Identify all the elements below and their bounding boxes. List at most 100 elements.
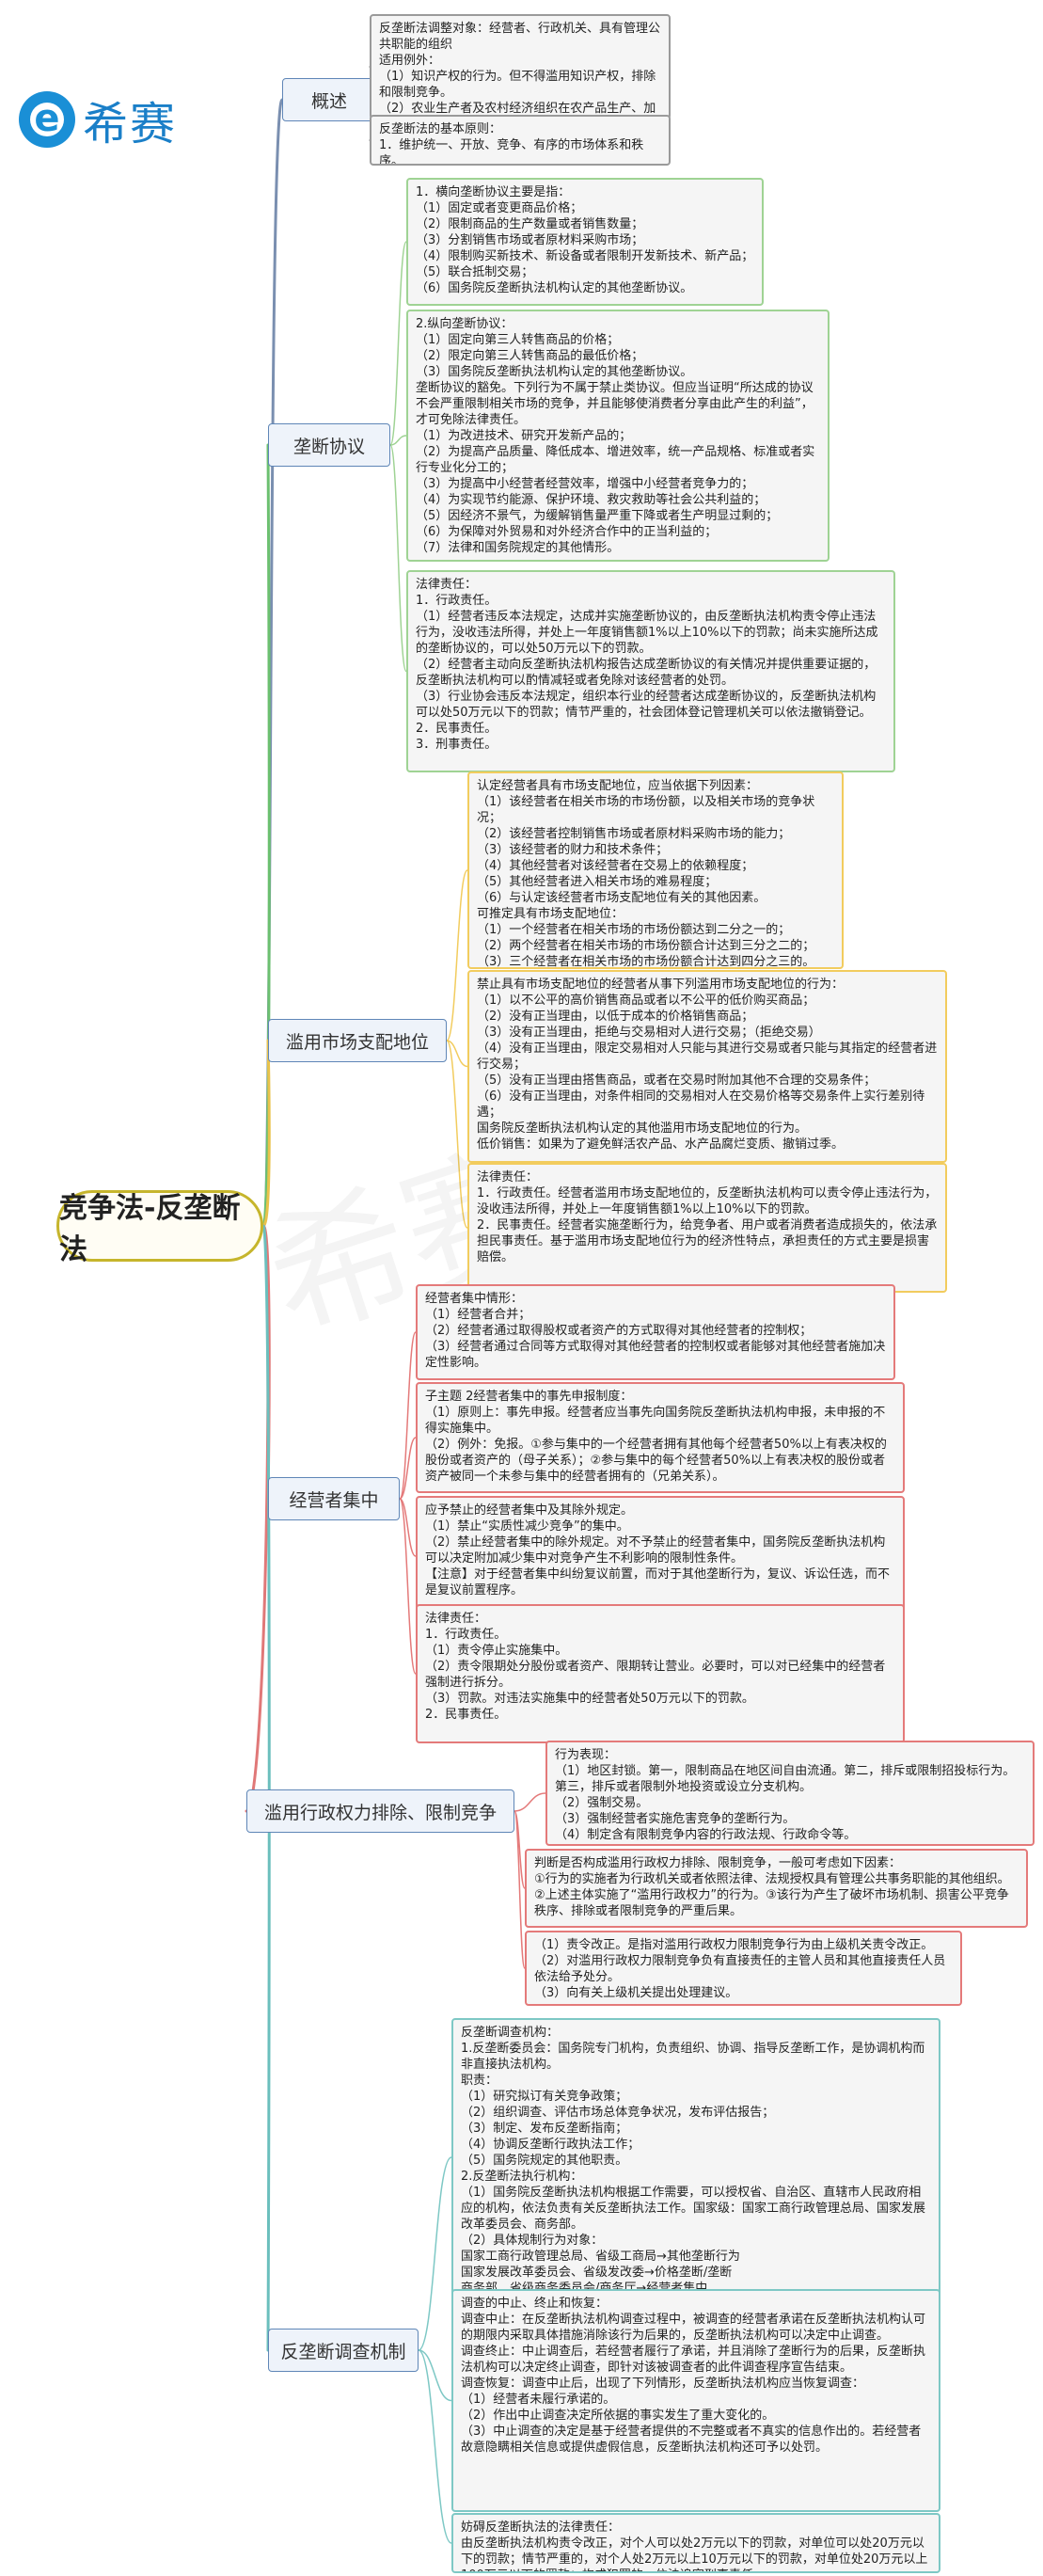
branch-overview[interactable]: 概述 [282,78,376,121]
branch-connector [245,1224,270,1813]
leaf-connector [418,2349,452,2402]
leaf-overview-scope[interactable]: 反垄断法调整对象：经营者、行政机关、具有管理公共职能的组织适用例外：（1）知识产… [370,14,671,119]
leaf-line: （2）组织调查、评估市场总体竞争状况，发布评估报告； [461,2106,775,2120]
logo-icon [19,91,75,148]
leaf-line: 1．行政责任。 [416,594,498,608]
leaf-line: （4）其他经营者对该经营者在交易上的依赖程度； [477,859,754,873]
leaf-connector [389,444,407,673]
leaf-line: （1）固定向第三人转售商品的价格； [416,333,620,347]
leaf-obstruction-liability[interactable]: 妨碍反垄断执法的法律责任：由反垄断执法机构责令改正，对个人可以处2万元以下的罚款… [451,2513,940,2573]
branch-market-dominance-abuse[interactable]: 滥用市场支配地位 [268,1019,447,1062]
leaf-connector [399,1331,417,1500]
branch-monopoly-agreement[interactable]: 垄断协议 [268,423,390,467]
leaf-line: （5）因经济不景气，为缓解销售量严重下降或者生产明显过剩的； [416,509,779,523]
leaf-concentration-filing[interactable]: 子主题 2经营者集中的事先申报制度： （1）原则上：事先申报。经营者应当事先向国务… [416,1382,905,1493]
leaf-connector [446,1040,468,1068]
leaf-line: 2．民事责任。 [425,1708,507,1722]
leaf-line: （3）中止调查的决定是基于经营者提供的不完整或者不真实的信息作出的。若经营者故意… [461,2425,922,2455]
leaf-line: （1）原则上：事先申报。经营者应当事先向国务院反垄断执法机构申报，未申报的不得实… [425,1406,886,1436]
leaf-dominance-prohibited[interactable]: 禁止具有市场支配地位的经营者从事下列滥用市场支配地位的行为： （1）以不公平的高价… [467,970,947,1163]
leaf-admin-liability[interactable]: （1）责令改正。是指对滥用行政权力限制竞争行为由上级机关责令改正。 （2）对滥用行… [525,1931,962,2006]
leaf-investigation-bodies[interactable]: 反垄断调查机构：1.反垄断委员会：国务院专门机构，负责组织、协调、指导反垄断工作… [451,2018,940,2297]
leaf-line: （3）经营者通过合同等方式取得对其他经营者的控制权或者能够对其他经营者施加决定性… [425,1340,886,1370]
leaf-connector [418,2156,452,2351]
leaf-line: （2）责令限期处分股份或者资产、限期转让营业。必要时，可以对已经集中的经营者强制… [425,1660,886,1690]
leaf-line: 1.反垄断委员会：国务院专门机构，负责组织、协调、指导反垄断工作，是协调机构而非… [461,2042,925,2072]
leaf-dominance-liability[interactable]: 法律责任：1．行政责任。经营者滥用市场支配地位的，反垄断执法机构可以责令停止违法… [467,1163,947,1293]
leaf-line: 法律责任： [416,578,478,592]
leaf-line: （5）国务院规定的其他职责。 [461,2154,628,2168]
leaf-investigation-suspension[interactable]: 调查的中止、终止和恢复：调查中止：在反垄断执法机构调查过程中，被调查的经营者承诺… [451,2289,940,2512]
leaf-line: （6）与认定该经营者市场支配地位有关的其他因素。 [477,891,766,905]
leaf-line: 国家工商行政管理总局、省级工商局→其他垄断行为 [461,2250,740,2264]
leaf-line: （1）为改进技术、研究开发新产品的； [416,429,632,443]
leaf-connector [399,1498,417,1557]
leaf-line: （6）国务院反垄断执法机构认定的其他垄断协议。 [416,281,693,295]
leaf-line: （4）限制购买新技术、新设备或者限制开发新技术、新产品； [416,249,754,263]
leaf-line: 法律责任： [425,1612,487,1626]
leaf-line: （2）限制商品的生产数量或者销售数量； [416,217,644,231]
leaf-line: （4）协调反垄断行政执法工作； [461,2138,640,2152]
leaf-line: 国家发展改革委员会、省级发改委→价格垄断/垄断 [461,2266,733,2280]
leaf-connector [514,1810,526,1969]
leaf-horizontal-agreement[interactable]: 1．横向垄断协议主要是指： （1）固定或者变更商品价格； （2）限制商品的生产数量或… [406,178,764,306]
leaf-line: 调查恢复：调查中止后，出现了下列情形，反垄断执法机构应当恢复调查： [461,2377,865,2391]
leaf-admin-criteria[interactable]: 判断是否构成滥用行政权力排除、限制竞争，一般可考虑如下因素： ①行为的实施者为行政… [525,1849,1028,1928]
leaf-line: （1）以不公平的高价销售商品或者以不公平的低价购买商品； [477,994,815,1008]
leaf-vertical-agreement[interactable]: 2.纵向垄断协议： （1）固定向第三人转售商品的价格； （2）限定向第三人转售商品的… [406,310,830,562]
leaf-line: 1．行政责任。 [425,1628,507,1642]
leaf-connector [418,2349,452,2544]
leaf-line: （4）制定含有限制竞争内容的行政法规、行政命令等。 [555,1828,857,1842]
leaf-line: 应予禁止的经营者集中及其除外规定。 [425,1503,634,1518]
leaf-line: （2）对滥用行政权力限制竞争负有直接责任的主管人员和其他直接责任人员依法给予处分… [534,1954,946,1984]
leaf-line: （2）两个经营者在相关市场的市场份额合计达到三分之二的； [477,939,815,953]
leaf-line: （2）经营者通过取得股权或者资产的方式取得对其他经营者的控制权； [425,1324,813,1338]
leaf-line: （1）责令停止实施集中。 [425,1644,568,1658]
leaf-line: 反垄断法的基本原则： [379,122,502,136]
leaf-line: 禁止具有市场支配地位的经营者从事下列滥用市场支配地位的行为： [477,978,845,992]
leaf-concentration-prohibition[interactable]: 应予禁止的经营者集中及其除外规定。（1）禁止“实质性减少竞争”的集中。（2）禁止… [416,1496,905,1616]
leaf-line: 低价销售：如果为了避免鲜活农产品、水产品腐烂变质、撤销过季。 [477,1137,845,1152]
leaf-line: 调查终止：中止调查后，若经营者履行了承诺，并且消除了垄断行为的后果，反垄断执法机… [461,2345,926,2375]
leaf-line: （2）强制交易。 [555,1796,649,1810]
leaf-concentration-forms[interactable]: 经营者集中情形：（1）经营者合并；（2）经营者通过取得股权或者资产的方式取得对其… [416,1284,895,1380]
leaf-line: 2.纵向垄断协议： [416,317,514,331]
leaf-line: 判断是否构成滥用行政权力排除、限制竞争，一般可考虑如下因素： [534,1856,902,1870]
leaf-line: （2）限定向第三人转售商品的最低价格； [416,349,644,363]
leaf-line: 调查的中止、终止和恢复： [461,2297,608,2311]
leaf-line: 1．横向垄断协议主要是指： [416,185,571,199]
leaf-line: （3）制定、发布反垄断指南； [461,2122,628,2136]
leaf-line: 1．行政责任。经营者滥用市场支配地位的，反垄断执法机构可以责令停止违法行为，没收… [477,1186,938,1216]
leaf-line: 1．维护统一、开放、竞争、有序的市场体系和秩序。 [379,138,644,166]
branch-investigation[interactable]: 反垄断调查机制 [268,2329,419,2372]
leaf-line: ①行为的实施者为行政机关或者依照法律、法规授权具有管理公共事务职能的其他组织。②… [534,1872,1010,1918]
leaf-concentration-liability[interactable]: 法律责任： 1．行政责任。 （1）责令停止实施集中。 （2）责令限期处分股份或者资产、… [416,1604,905,1743]
leaf-line: （5）其他经营者进入相关市场的难易程度； [477,875,718,889]
leaf-line: （2）为提高产品质量、降低成本、增进效率，统一产品规格、标准或者实行专业化分工的… [416,445,815,475]
leaf-line: 反垄断法调整对象：经营者、行政机关、具有管理公共职能的组织 [379,22,661,52]
leaf-dominance-criteria[interactable]: 认定经营者具有市场支配地位，应当依据下列因素：（1）该经营者在相关市场的市场份额… [467,771,844,969]
leaf-line: （1）一个经营者在相关市场的市场份额达到二分之一的； [477,923,791,937]
leaf-line: （1）地区封锁。第一，限制商品在地区间自由流通。第二，排斥或限制招投标行为。第三… [555,1764,1016,1794]
leaf-agreement-liability[interactable]: 法律责任：1．行政责任。（1）经营者违反本法规定，达成并实施垄断协议的，由反垄断… [406,570,895,772]
leaf-line: （1）责令改正。是指对滥用行政权力限制竞争行为由上级机关责令改正。 [534,1938,934,1952]
leaf-line: （4）没有正当理由，限定交易相对人只能与其进行交易或者只能与其指定的经营者进行交… [477,1042,938,1072]
leaf-line: （1）该经营者在相关市场的市场份额，以及相关市场的竞争状况； [477,795,815,825]
leaf-line: （3）向有关上级机关提出处理建议。 [534,1986,738,2000]
leaf-line: （6）没有正当理由，对条件相同的交易相对人在交易价格等交易条件上实行差别待遇； [477,1089,925,1120]
branch-concentration[interactable]: 经营者集中 [268,1477,400,1520]
logo: 希赛 [19,87,177,152]
leaf-admin-behaviors[interactable]: 行为表现：（1）地区封锁。第一，限制商品在地区间自由流通。第二，排斥或限制招投标… [545,1741,1035,1846]
leaf-line: （2）例外：免报。①参与集中的一个经营者拥有其他每个经营者50%以上有表决权的股… [425,1438,887,1484]
leaf-line: 2．民事责任。 [416,722,498,736]
leaf-line: （5）没有正当理由搭售商品，或者在交易时附加其他不合理的交易条件； [477,1073,877,1088]
leaf-line: 【注意】对于经营者集中纠纷复议前置，而对于其他垄断行为，复议、诉讼任选，而不是复… [425,1567,891,1598]
root-node[interactable]: 竞争法-反垄断法 [56,1190,263,1266]
leaf-overview-principles[interactable]: 反垄断法的基本原则：1．维护统一、开放、竞争、有序的市场体系和秩序。2．保护经济… [370,115,671,166]
leaf-connector [399,1498,417,1675]
leaf-line: 子主题 2经营者集中的事先申报制度： [425,1390,633,1404]
leaf-line: （3）罚款。对违法实施集中的经营者处50万元以下的罚款。 [425,1692,754,1706]
branch-administrative-abuse[interactable]: 滥用行政权力排除、限制竞争 [246,1789,514,1833]
leaf-line: （1）固定或者变更商品价格； [416,201,583,215]
